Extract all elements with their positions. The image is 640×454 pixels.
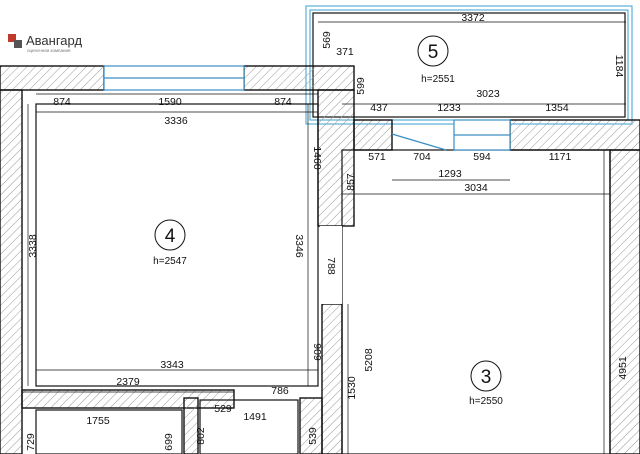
dim-3343: 3343 — [160, 359, 184, 371]
dim-699: 699 — [163, 433, 175, 451]
logo-mark — [8, 34, 16, 42]
dim-1530: 1530 — [346, 376, 358, 400]
logo-mark-dark — [14, 40, 22, 48]
door-opening-room4-room3 — [320, 226, 342, 304]
dim-909: 909 — [311, 343, 323, 361]
dim-569: 569 — [321, 31, 333, 49]
walls — [0, 65, 640, 454]
dim-1460: 1460 — [311, 146, 323, 170]
wall-room4-right-lower — [321, 303, 343, 454]
dim-371: 371 — [336, 46, 354, 58]
dimension-labels: 3372 569 371 599 1184 3023 437 1233 1354… — [25, 12, 629, 451]
wall-left — [0, 89, 23, 454]
room-5-number: 5 — [428, 42, 439, 63]
room-3: 3 h=2550 — [469, 360, 503, 407]
wall-room4-bottom — [21, 389, 235, 409]
dim-4951: 4951 — [617, 356, 629, 380]
dim-1755: 1755 — [86, 415, 110, 427]
dim-594: 594 — [473, 151, 491, 163]
dim-1184: 1184 — [613, 55, 625, 78]
wall-mid-right — [509, 119, 640, 151]
windows — [103, 65, 511, 151]
wall-top-left — [0, 65, 105, 91]
dim-1233: 1233 — [437, 102, 461, 114]
dim-balcony-width: 3372 — [461, 12, 485, 24]
dim-1354: 1354 — [545, 102, 569, 114]
dim-1171: 1171 — [549, 151, 572, 163]
wall-bottom-stub — [183, 397, 199, 454]
room-5-circle — [417, 35, 449, 67]
dimension-lines — [22, 21, 626, 454]
dim-786: 786 — [271, 385, 289, 397]
wall-bottom-right — [299, 397, 323, 454]
dim-704: 704 — [413, 151, 431, 163]
dim-2379: 2379 — [116, 376, 140, 388]
dim-1590: 1590 — [158, 96, 182, 108]
balcony-outline — [305, 5, 633, 125]
room-5: 5 h=2551 — [417, 35, 455, 85]
room-4: 4 h=2547 — [153, 219, 187, 267]
wall-mid-left — [353, 119, 393, 151]
company-logo: Авангард оценочная компания — [8, 33, 82, 53]
wall-top-middle — [243, 65, 355, 91]
dim-3023: 3023 — [476, 88, 500, 100]
dim-857: 857 — [345, 173, 357, 191]
dim-802: 802 — [195, 427, 207, 445]
room-4-number: 4 — [165, 226, 176, 247]
room-4-circle — [154, 219, 186, 251]
logo-tagline: оценочная компания — [27, 48, 71, 53]
dim-3034: 3034 — [464, 182, 488, 194]
dim-3336: 3336 — [164, 115, 188, 127]
room-4-height: h=2547 — [153, 256, 187, 267]
room-3-height: h=2550 — [469, 396, 503, 407]
wall-right — [609, 149, 640, 454]
dim-571: 571 — [368, 151, 386, 163]
dim-599: 599 — [355, 77, 367, 95]
dim-529: 529 — [214, 403, 232, 415]
dim-874-right: 874 — [274, 96, 292, 108]
dim-3346: 3346 — [293, 234, 305, 258]
dim-539: 539 — [307, 427, 319, 445]
dim-5208: 5208 — [363, 348, 375, 372]
dim-729: 729 — [25, 433, 37, 451]
room-4-outline — [35, 103, 319, 387]
dim-1293: 1293 — [438, 168, 462, 180]
bottom-room-right — [199, 399, 299, 454]
dim-788: 788 — [325, 257, 337, 275]
room-3-outline — [341, 149, 611, 454]
logo-name: Авангард — [26, 33, 82, 48]
dim-874-left: 874 — [53, 96, 71, 108]
dim-1491: 1491 — [243, 411, 267, 423]
dim-3338: 3338 — [27, 234, 39, 258]
room-3-circle — [470, 360, 502, 392]
balcony-door — [391, 133, 447, 151]
room-5-height: h=2551 — [421, 74, 455, 85]
bottom-room-left — [35, 409, 183, 454]
dim-437: 437 — [370, 102, 388, 114]
room-3-number: 3 — [481, 367, 492, 388]
